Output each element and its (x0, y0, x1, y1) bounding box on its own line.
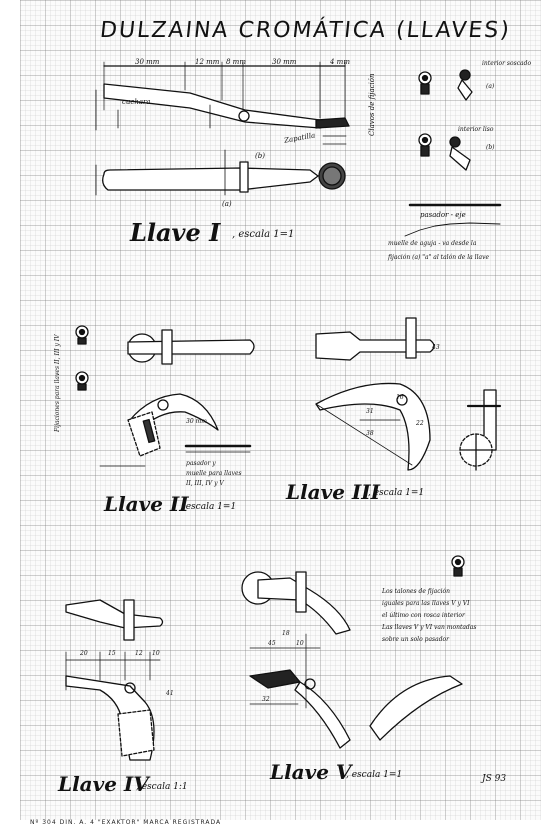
dim-30mm-a: 30 mm (135, 58, 160, 66)
llave-1-label: Llave I (130, 218, 221, 247)
llave-5-scale: , escala 1=1 (346, 770, 403, 780)
label-muelle-2: fijación (a) "a" al talón de la llave (388, 254, 490, 261)
fixation-details (404, 69, 502, 237)
label-interior-liso: interior liso (458, 126, 494, 133)
llave-2-muelle: muelle para llaves (186, 470, 242, 477)
llave-3-dim-16: 16 (396, 394, 404, 401)
llave-1-scale: , escala 1=1 (232, 229, 295, 240)
signature: JS 93 (482, 774, 507, 784)
label-interior-soscado: interior soscado (482, 60, 532, 67)
paper-footer: Nº 304 DIN. A. 4 "EXAKTOR" MARCA REGISTR… (30, 819, 222, 826)
side-fixation-icons (75, 325, 89, 391)
llave-5-dim-45: 45 (268, 640, 276, 647)
llave-2-dim-30: 30 mm (186, 418, 207, 425)
llave-4-drawing (65, 599, 164, 761)
label-pasador-eje: pasador - eje (420, 211, 466, 219)
note-line-2: iguales para las llaves V y VI (382, 600, 470, 607)
llave-4-dim-20: 20 (80, 650, 88, 657)
label-clavos-fijacion: Clavos de fijación (368, 73, 376, 137)
llave-4-dim-10: 10 (152, 650, 160, 657)
note-line-5: sobre un solo pasador (382, 636, 450, 643)
note-line-3: el último con rosca interior (382, 612, 465, 619)
label-fix-b: (b) (486, 144, 495, 151)
llave-4-dim-12: 12 (135, 650, 143, 657)
llave-5-dim-10: 10 (296, 640, 304, 647)
label-fijaciones-side: Fijaciones para llaves II, III y IV (54, 334, 61, 433)
dim-12mm: 12 mm (195, 58, 220, 66)
label-a: (a) (222, 200, 232, 208)
llave-2-scale: , escala 1=1 (180, 502, 237, 512)
llave-5-label: Llave V (270, 760, 352, 784)
label-fix-a: (a) (486, 83, 495, 90)
llave-5-dim-32: 32 (262, 696, 270, 703)
sheet-title: DULZAINA CROMÁTICA (LLAVES) (98, 18, 513, 43)
llave-1-plan-view (95, 149, 346, 196)
dim-30mm-b: 30 mm (272, 58, 297, 66)
note-line-1: Los talones de fijación (382, 588, 450, 595)
llave-2-label: Llave II (104, 492, 189, 516)
label-muelle-1: muelle de aguja - va desde la (388, 240, 477, 247)
llave-2-list: II, III, IV y V (186, 480, 224, 487)
llave-4-dim-15: 15 (108, 650, 116, 657)
llave-4-label: Llave IV (58, 772, 149, 796)
label-b: (b) (255, 152, 265, 160)
dim-8mm: 8 mm (226, 58, 246, 66)
llave-3-label: Llave III (286, 480, 380, 504)
llave-2-pasador: pasador y (186, 460, 216, 467)
llave-3-scale: , escala 1=1 (368, 488, 425, 498)
llave-3-dim-38: 38 (366, 430, 374, 437)
llave-4-scale: , escala 1:1 (136, 782, 188, 792)
label-cuchara: cuchara (122, 98, 151, 106)
llave-2-drawing (99, 329, 255, 467)
llave-3-drawing (315, 317, 502, 471)
dim-4mm: 4 mm (330, 58, 350, 66)
llave-5-drawing (241, 555, 465, 749)
llave-3-dim-43: 43 (432, 344, 440, 351)
llave-3-dim-22: 22 (416, 420, 424, 427)
llave-3-dim-31: 31 (366, 408, 374, 415)
note-line-4: Las llaves V y VI van montadas (382, 624, 477, 631)
llave-5-dim-18: 18 (282, 630, 290, 637)
llave-4-dim-41: 41 (166, 690, 174, 697)
llave-1-side-view (95, 61, 350, 145)
